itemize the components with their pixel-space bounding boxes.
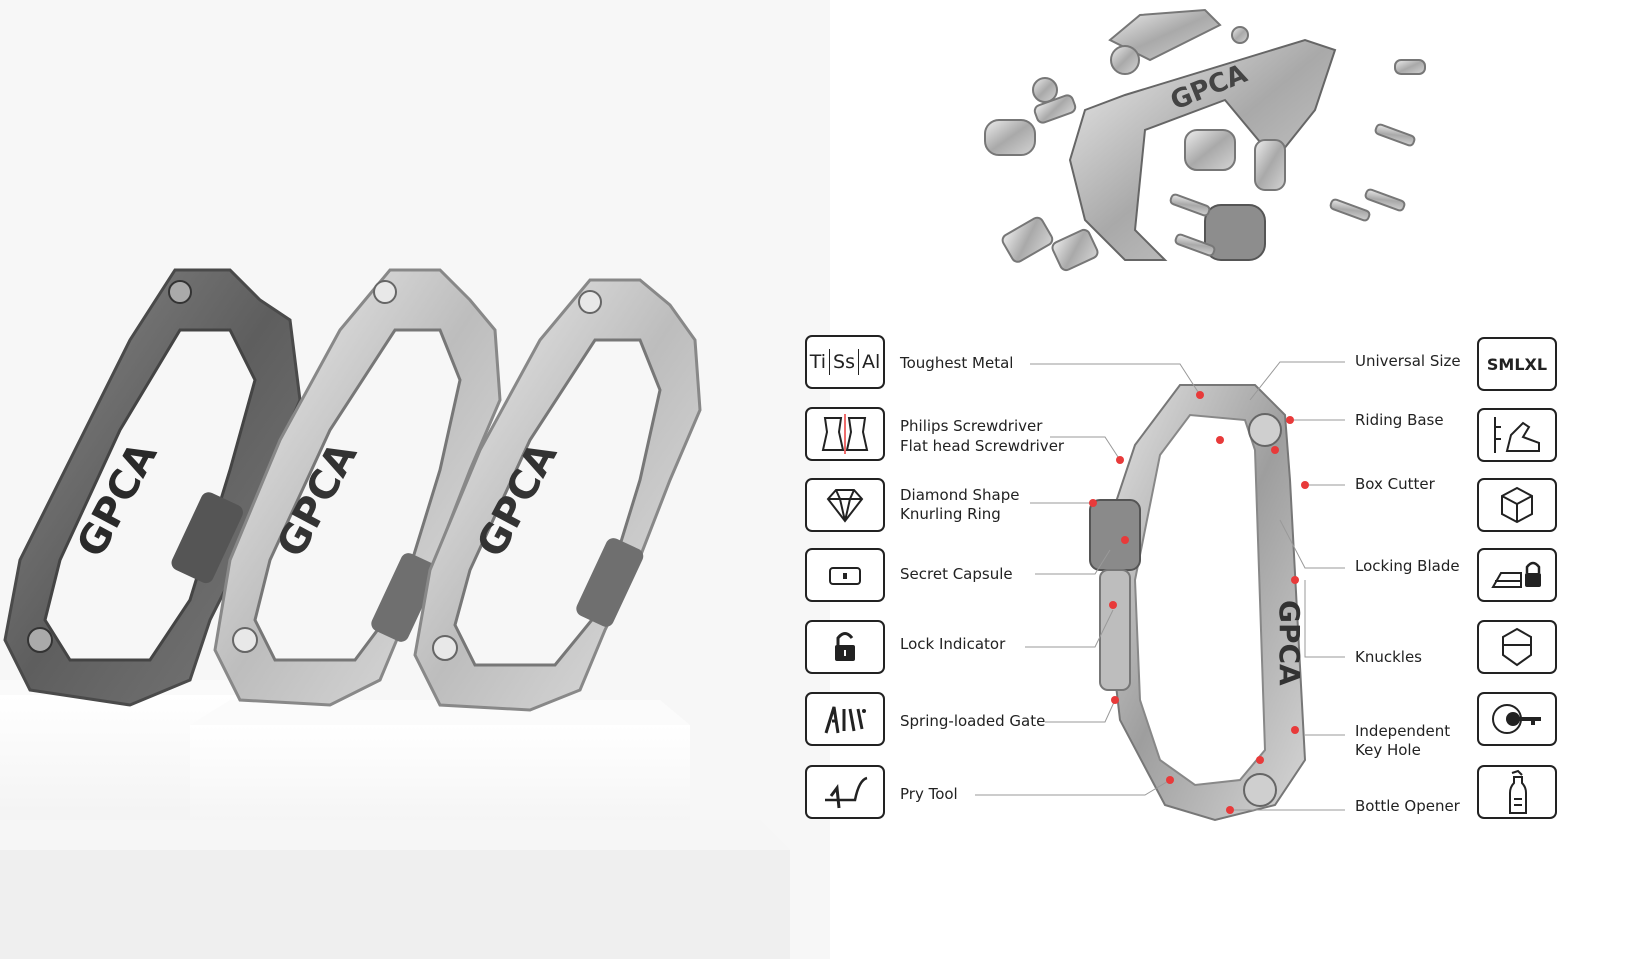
metal-al: Al bbox=[862, 351, 881, 373]
carabiner-dark: GPCA bbox=[3, 268, 302, 707]
label-universal-size: Universal Size bbox=[1355, 352, 1461, 370]
label-screwdriver-1: Philips Screwdriver bbox=[900, 417, 1043, 435]
product-photo: GPCA GPCA GPCA bbox=[0, 268, 790, 963]
label-secret-capsule: Secret Capsule bbox=[900, 565, 1013, 583]
spring-gate-icon bbox=[805, 692, 885, 746]
carabiner-diagram: GPCA bbox=[1089, 384, 1307, 822]
label-diamond-2: Knurling Ring bbox=[900, 505, 1001, 523]
key-icon bbox=[1477, 692, 1557, 746]
label-key-hole-2: Key Hole bbox=[1355, 741, 1421, 759]
size-icon: SMLXL bbox=[1477, 337, 1557, 391]
pedestals bbox=[0, 680, 790, 963]
capsule-icon bbox=[805, 548, 885, 602]
label-pry-tool: Pry Tool bbox=[900, 785, 958, 803]
carabiner-silver-2: GPCA bbox=[413, 278, 702, 712]
exploded-view: GPCA bbox=[975, 0, 1515, 300]
label-spring-gate: Spring-loaded Gate bbox=[900, 712, 1046, 730]
shield-icon bbox=[1477, 620, 1557, 674]
metal-types-icon: Ti Ss Al bbox=[805, 335, 885, 389]
feature-diagram: GPCA Ti bbox=[805, 335, 1635, 880]
red-markers bbox=[1089, 391, 1309, 814]
riding-base-icon bbox=[1477, 408, 1557, 462]
size-text: SMLXL bbox=[1486, 354, 1548, 374]
label-diamond-1: Diamond Shape bbox=[900, 486, 1020, 504]
blade-lock-icon bbox=[1477, 548, 1557, 602]
bottle-opener-icon bbox=[1477, 765, 1557, 819]
metal-ss: Ss bbox=[833, 351, 855, 373]
screwdriver-icon bbox=[805, 407, 885, 461]
label-key-hole-1: Independent bbox=[1355, 722, 1451, 740]
carabiner-silver: GPCA bbox=[213, 268, 502, 707]
label-riding-base: Riding Base bbox=[1355, 411, 1444, 429]
label-lock-indicator: Lock Indicator bbox=[900, 635, 1006, 653]
label-locking-blade: Locking Blade bbox=[1355, 557, 1460, 575]
label-screwdriver-2: Flat head Screwdriver bbox=[900, 437, 1065, 455]
label-knuckles: Knuckles bbox=[1355, 648, 1422, 666]
padlock-icon bbox=[805, 620, 885, 674]
label-box-cutter: Box Cutter bbox=[1355, 475, 1435, 493]
metal-ti: Ti bbox=[809, 351, 827, 373]
svg-text:GPCA: GPCA bbox=[1273, 600, 1306, 686]
diamond-icon bbox=[805, 478, 885, 532]
pry-tool-icon bbox=[805, 765, 885, 819]
box-icon bbox=[1477, 478, 1557, 532]
label-bottle-opener: Bottle Opener bbox=[1355, 797, 1460, 815]
label-toughest-metal: Toughest Metal bbox=[900, 354, 1014, 372]
